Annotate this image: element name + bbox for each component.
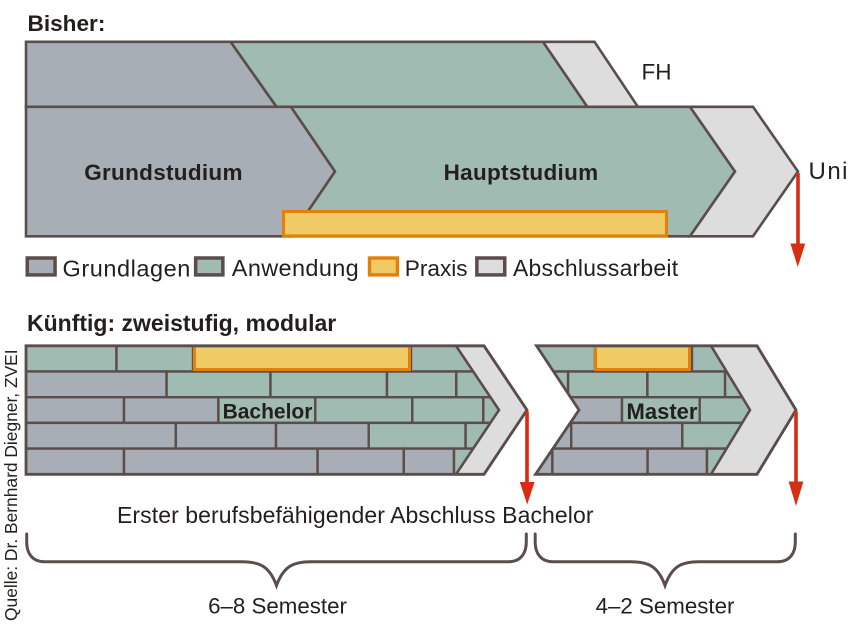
svg-text:Quelle: Dr. Bernhard Diegner,: Quelle: Dr. Bernhard Diegner, ZVEI	[1, 349, 21, 621]
svg-text:Abschlussarbeit: Abschlussarbeit	[513, 255, 679, 281]
svg-text:6–8 Semester: 6–8 Semester	[208, 594, 347, 619]
svg-text:FH: FH	[642, 60, 672, 85]
svg-text:Grundstudium: Grundstudium	[84, 160, 243, 185]
svg-text:Anwendung: Anwendung	[232, 255, 359, 281]
svg-text:Master: Master	[627, 399, 698, 424]
svg-text:Künftig: zweistufig, modular: Künftig: zweistufig, modular	[27, 310, 336, 336]
svg-text:Grundlagen: Grundlagen	[63, 256, 191, 282]
svg-text:Bachelor: Bachelor	[223, 400, 313, 423]
svg-text:Praxis: Praxis	[405, 256, 468, 281]
svg-text:Hauptstudium: Hauptstudium	[444, 160, 599, 185]
svg-text:4–2 Semester: 4–2 Semester	[596, 594, 735, 619]
svg-text:Bisher:: Bisher:	[28, 11, 106, 36]
svg-text:Erster berufsbefähigender Absc: Erster berufsbefähigender Abschluss Bach…	[117, 502, 594, 528]
svg-text:Uni: Uni	[809, 158, 850, 185]
